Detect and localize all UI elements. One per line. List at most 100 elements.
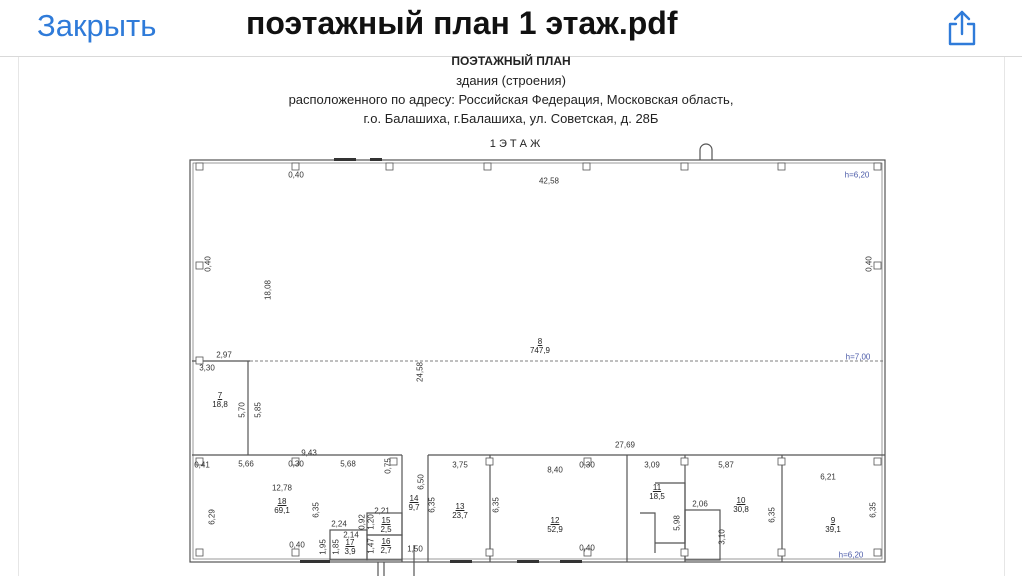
share-icon[interactable]	[944, 8, 980, 48]
column	[195, 457, 204, 466]
dimension-label: 8,40	[547, 465, 563, 475]
column	[483, 162, 492, 171]
floor-label: 1 Э Т А Ж	[489, 138, 541, 150]
dimension-label: 12,78	[271, 483, 293, 493]
room-area: 2,5	[380, 525, 392, 534]
dimension-label: 6,50	[416, 474, 426, 490]
dimension-label: 3,09	[644, 460, 660, 470]
dimension-label: 0,30	[288, 459, 304, 469]
column	[195, 548, 204, 557]
dimension-label: 24,58	[415, 361, 425, 383]
column	[777, 162, 786, 171]
room-area: 18,5	[649, 492, 665, 501]
column	[582, 162, 591, 171]
window	[300, 560, 330, 563]
column	[873, 548, 882, 557]
dimension-label: 5,98	[672, 515, 682, 531]
column	[680, 457, 689, 466]
column	[485, 548, 494, 557]
window	[560, 560, 582, 563]
dimension-label: 18,08	[263, 279, 273, 301]
room-area: 747,9	[529, 346, 551, 355]
entrance	[699, 143, 713, 160]
dimension-label: 6,35	[491, 497, 501, 513]
dimension-label: 5,70	[237, 402, 247, 418]
room-number: 12	[550, 516, 560, 525]
dimension-label: 2,06	[692, 499, 708, 509]
address-line-2: г.о. Балашиха, г.Балашиха, ул. Советская…	[363, 111, 659, 126]
room-number: 14	[409, 494, 419, 503]
dimension-label: 0,40	[289, 540, 305, 550]
dimension-label: 0,30	[579, 460, 595, 470]
column	[680, 162, 689, 171]
address-line-1: расположенного по адресу: Российская Фед…	[288, 92, 734, 107]
dimension-label: h=6,20	[838, 550, 864, 560]
column	[777, 457, 786, 466]
dimension-label: 6,35	[427, 497, 437, 513]
document-title: поэтажный план 1 этаж.pdf	[246, 5, 678, 41]
dimension-label: 5,66	[238, 459, 254, 469]
dimension-label: h=6,20	[844, 170, 870, 180]
dimension-label: 5,85	[253, 402, 263, 418]
room-number: 10	[736, 496, 746, 505]
room-number: 18	[277, 497, 287, 506]
dimension-label: 2,24	[331, 519, 347, 529]
pdf-page	[18, 57, 1005, 576]
column	[873, 162, 882, 171]
dimension-label: h=7,00	[845, 352, 871, 362]
room-area: 18,8	[212, 400, 228, 409]
dimension-label: 3,10	[717, 529, 727, 545]
column	[195, 162, 204, 171]
dimension-label: 0,41	[194, 460, 210, 470]
column	[873, 457, 882, 466]
column	[385, 162, 394, 171]
dimension-label: 0,40	[579, 543, 595, 553]
dimension-label: 1,50	[407, 544, 423, 554]
wall	[366, 534, 403, 561]
wall	[684, 509, 721, 561]
staircase	[640, 482, 686, 553]
window	[517, 560, 539, 563]
column	[777, 548, 786, 557]
dimension-label: 2,14	[343, 530, 359, 540]
room-number: 16	[381, 537, 391, 546]
room-number: 8	[537, 337, 543, 346]
room-number: 9	[830, 516, 836, 525]
dimension-label: 2,21	[374, 506, 390, 516]
column	[291, 457, 300, 466]
column	[195, 356, 204, 365]
dimension-label: 5,87	[718, 460, 734, 470]
top-bar: Закрыть поэтажный план 1 этаж.pdf	[0, 0, 1022, 57]
dimension-label: 6,35	[868, 502, 878, 518]
room-number: 13	[455, 502, 465, 511]
room-area: 52,9	[547, 525, 563, 534]
window	[450, 560, 472, 563]
dimension-label: 1,85	[331, 539, 341, 555]
room-area: 2,7	[380, 546, 392, 555]
column	[291, 162, 300, 171]
column	[583, 457, 592, 466]
room-area: 30,8	[733, 505, 749, 514]
dimension-label: 6,35	[767, 507, 777, 523]
dimension-label: 3,75	[452, 460, 468, 470]
dimension-label: 6,21	[820, 472, 836, 482]
plan-heading: ПОЭТАЖНЫЙ ПЛАН	[451, 54, 571, 68]
room-number: 11	[652, 483, 662, 492]
dimension-label: 6,29	[207, 509, 217, 525]
dimension-label: 5,68	[340, 459, 356, 469]
column	[485, 457, 494, 466]
close-button[interactable]: Закрыть	[37, 8, 157, 43]
room-area: 69,1	[274, 506, 290, 515]
dimension-label: 1,20	[366, 514, 376, 530]
window	[334, 158, 356, 161]
dimension-label: 9,43	[301, 448, 317, 458]
